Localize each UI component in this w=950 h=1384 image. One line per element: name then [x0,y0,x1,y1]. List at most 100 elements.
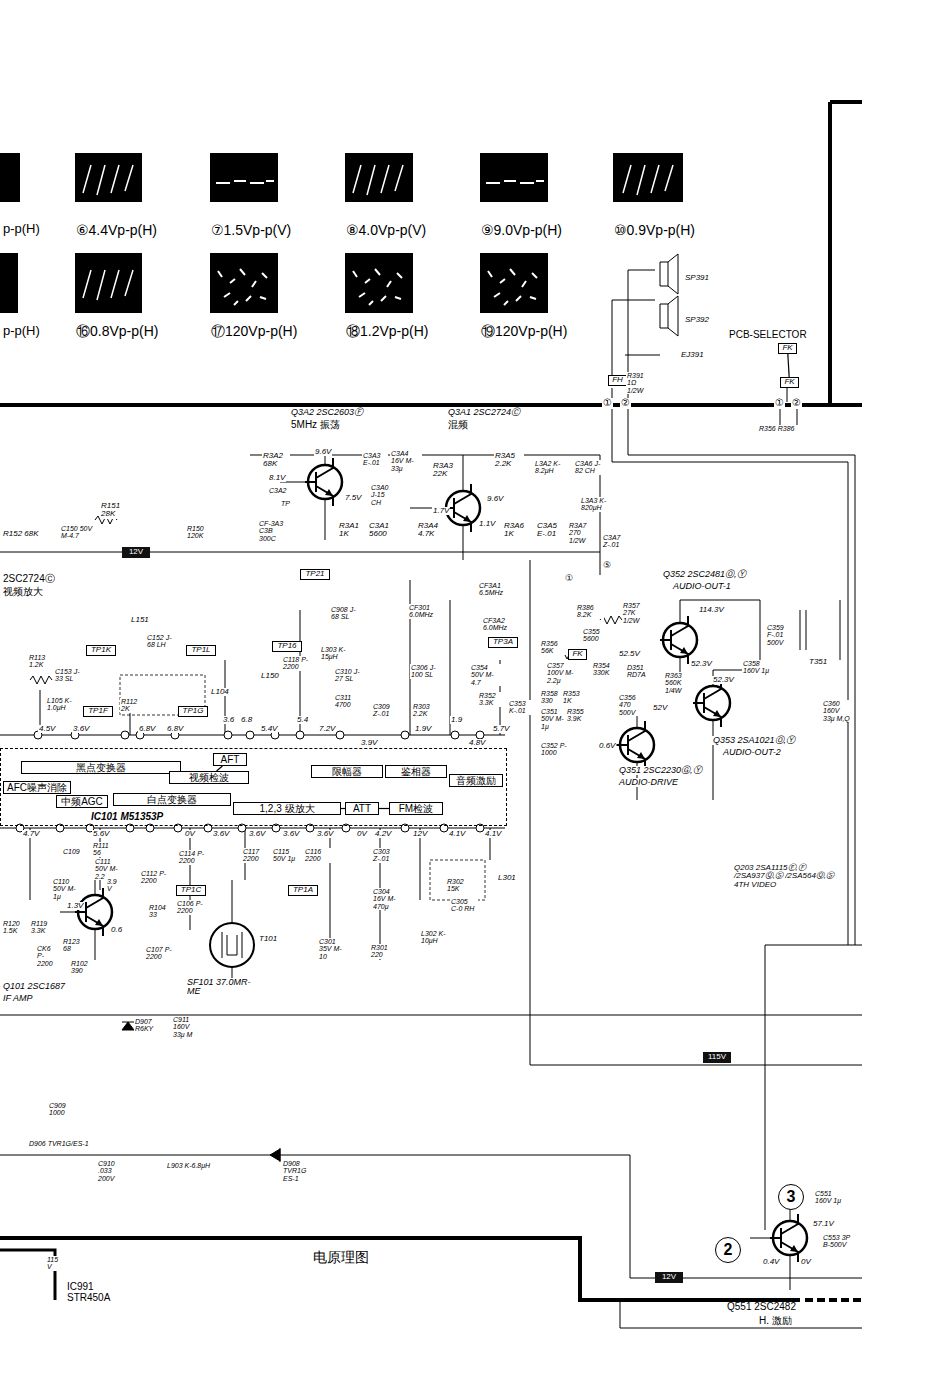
signal-connector [379,808,389,809]
component-label: C303 Z-.01 [372,848,402,863]
component-label: R303 2.2K [412,703,442,718]
component-label: C304 16V M-470μ [372,888,404,910]
component-label: C3A1 5600 [368,522,398,539]
signal-connector [788,354,789,377]
component-label: 3.6V [72,725,90,733]
component-label: ⑤ [602,561,612,570]
component-label: 9.6V [314,448,332,456]
component-label: R3A2 68K [262,452,290,469]
connector-box: TP1L [186,645,216,656]
component-label: R352 3.3K [478,692,508,707]
component-label: L151 [130,616,150,624]
block-text: TP1L [191,646,210,655]
waveform-box: ⑧4.0Vp-p(V) [345,153,413,202]
component-label: C357 100V M-2.2μ [546,662,578,684]
component-label: R111 56 [92,842,116,857]
component-label: D351 RD7A [626,664,658,679]
voltage-bar: 115V [703,1052,731,1063]
function-block: 限幅器 [311,765,383,778]
component-label: C360 160V 33μ M,Q [822,700,852,722]
voltage-bar: 12V [655,1272,683,1283]
component-label: 52.5V [618,650,641,658]
component-label: Q3A1 2SC2724Ⓒ [447,408,521,417]
block-text: IC101 M51353P [91,811,163,822]
component-label: R386 8.2K [576,604,604,619]
component-label: EJ391 [680,351,705,359]
function-block: 视频检波 [169,771,249,784]
component-label: R123 68 [62,938,86,953]
component-label: R3A1 1K [338,522,364,539]
waveform-photos [0,153,683,313]
block-text: ATT [353,803,371,814]
block-text: FK [572,650,582,659]
waveform-caption: ⑩0.9Vp-p(H) [614,223,695,238]
component-label: T351 [808,658,828,666]
component-label: 6.8V [166,725,184,733]
component-label: R113 1.2K [28,654,54,669]
waveform-box: ⑩0.9Vp-p(H) [613,153,683,202]
component-label: C311 4700 [334,694,362,709]
block-text: TP1K [91,646,111,655]
component-label: 52.3V [712,676,735,684]
component-label: C106 P-2200 [176,900,204,915]
component-label: p-p(H) [2,324,41,338]
component-label: 1.9V [414,725,432,733]
component-label: C305 C-0 RH [450,898,478,913]
component-label: C352 P-1000 [540,742,572,757]
component-label: L105 K-1.0μH [46,697,82,712]
callout-circle: 2 [715,1237,741,1263]
component-label: 52V [652,704,668,712]
component-label: R391 1Ω 1/2W [626,372,654,394]
component-label: R357 27K 1/2W [622,602,652,624]
component-label: R356 56K [540,640,566,655]
block-text: TP1F [88,707,108,716]
component-label: C114 P-2200 [178,850,210,865]
component-label: L150 [260,672,280,680]
component-label: SP391 [684,274,710,282]
component-label: 1.1V [478,520,496,528]
component-label: IF AMP [2,994,34,1003]
component-label: CF301 6.0MHz [408,604,444,619]
function-block: 1,2,3 级放大 [233,802,341,815]
component-label: 3.6 [222,716,235,724]
connector-box: TP3A [488,637,518,648]
component-label: C551 160V 1μ [814,1190,844,1205]
component-label: 0V [800,1258,812,1266]
component-label: 5.4 [296,716,309,724]
block-text: TP16 [277,642,296,651]
component-label: 3.9 V [106,878,120,893]
ic-block: IC101 M51353P黑点变换器AFC噪声消除中频AGC白点变换器视频检波A… [0,748,507,826]
waveform-box: ⑨9.0Vp-p(H) [480,153,548,202]
component-label: 3.6V [316,830,334,838]
component-label: C908 J-68 SL [330,606,358,621]
function-block: AFC噪声消除 [3,781,71,794]
waveform-box: ⑦1.5Vp-p(V) [210,153,278,202]
component-label: 1.3V [66,902,84,910]
component-label: R104 33 [148,904,172,919]
component-label: C115 50V 1μ [272,848,298,863]
connector-box: TP21 [300,569,330,580]
component-label: IC991 STR450A [66,1282,138,1303]
block-text: 限幅器 [332,766,362,777]
component-label: 7.2V [318,725,336,733]
component-label: 2SC2724Ⓒ [2,574,56,585]
component-label: Q551 2SC2482 [726,1302,797,1313]
component-label: C359 F-.01 500V [766,624,798,646]
component-label: 3.9V [360,739,378,747]
block-text: 12V [129,548,143,557]
component-label: 3.6V [282,830,300,838]
component-label: CK6 P-2200 [36,945,60,967]
component-label: 1.9 [450,716,463,724]
component-label: 7.5V [344,494,362,502]
component-label: C353 K-.01 [508,700,536,715]
connector-box: FH [608,375,627,386]
component-label: 6.8V [138,725,156,733]
component-label: C3A0 J-15 CH [370,484,396,506]
component-label: 114.3V [698,606,725,614]
connector-box: TP1K [86,645,116,656]
component-label: 4.5V [38,725,56,733]
component-label: Q351 2SC2230Ⓖ,Ⓨ [618,766,703,775]
block-text: 12V [662,1273,676,1282]
component-label: C3A3 E-.01 [362,452,388,467]
